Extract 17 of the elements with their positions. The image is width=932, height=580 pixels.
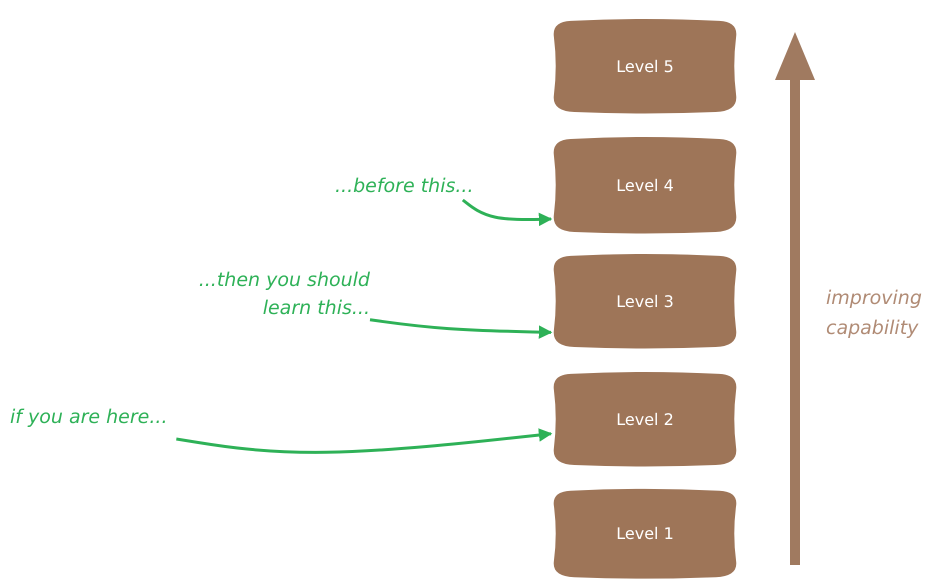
axis-label: improving capability: [826, 286, 923, 341]
level-block: [552, 370, 738, 468]
level-block: [552, 252, 738, 350]
level-label: Level 3: [616, 292, 674, 310]
arrow: [370, 318, 552, 339]
level-block: [552, 487, 738, 580]
note-text: ...before this...: [335, 172, 477, 200]
note-text: ...then you should learn this...: [180, 266, 370, 330]
arrow: [176, 428, 552, 454]
note-text: if you are here...: [10, 403, 178, 439]
level-block: [552, 135, 738, 235]
level-label: Level 1: [616, 524, 674, 543]
level-block: [552, 17, 738, 115]
level-label: Level 2: [616, 410, 674, 428]
arrow: [462, 198, 552, 226]
level-label: Level 5: [616, 56, 674, 76]
level-label: Level 4: [616, 176, 674, 194]
